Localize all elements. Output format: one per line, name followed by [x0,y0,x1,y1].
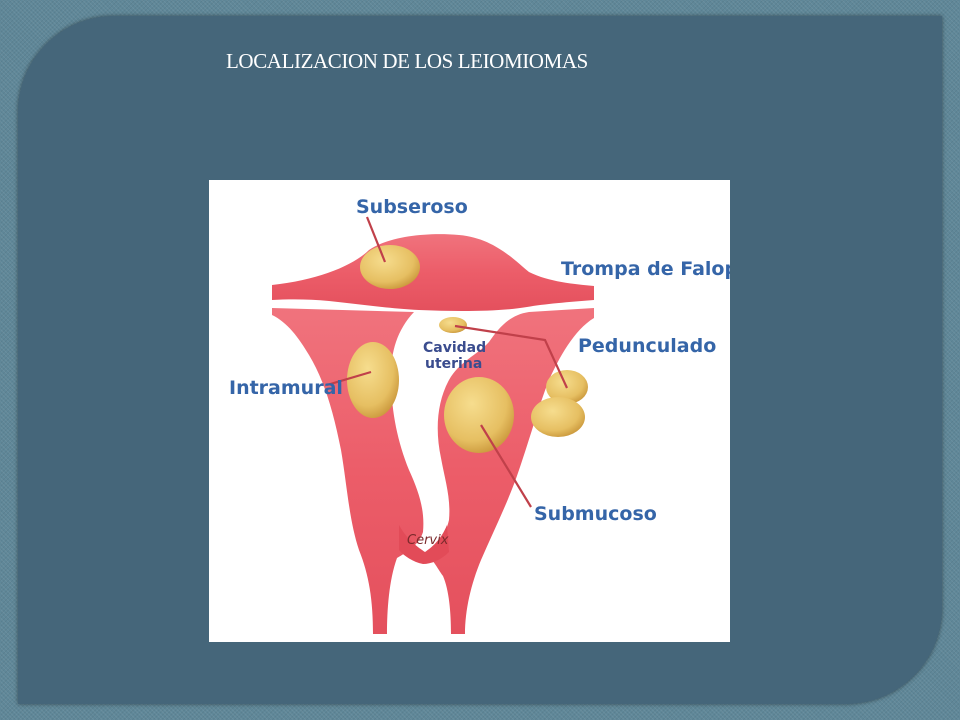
leader-pedunculado [454,324,568,389]
cervix-shading [399,525,449,564]
leader-lines [326,216,568,508]
label-pedunculado: Pedunculado [578,335,716,357]
fibroid-intramural [347,342,399,418]
label-cervix: Cervix [407,533,449,548]
label-intramural: Intramural [229,377,343,399]
uterus-left-wall [272,308,424,634]
uterus-diagram: Subseroso Trompa de Falopio Cavidad uter… [209,180,730,642]
leader-submucoso [480,424,532,508]
label-uterina: uterina [425,356,482,372]
label-submucoso: Submucoso [534,503,657,525]
fibroid-pedunculado-lower [531,397,585,437]
fibroid-pedunculado-internal [439,317,467,333]
label-trompa-de-falopio: Trompa de Falopio [561,258,730,280]
label-cavidad: Cavidad [423,340,486,356]
uterus-diagram-svg: Subseroso Trompa de Falopio Cavidad uter… [229,196,730,634]
slide-title: LOCALIZACION DE LOS LEIOMIOMAS [226,49,588,73]
fallopian-tube-band [272,234,594,311]
leader-subseroso [365,216,387,263]
leader-intramural [326,370,372,387]
fibroid-subseroso [360,245,420,289]
fibroid-submucoso [444,377,514,453]
label-subseroso: Subseroso [356,196,468,218]
